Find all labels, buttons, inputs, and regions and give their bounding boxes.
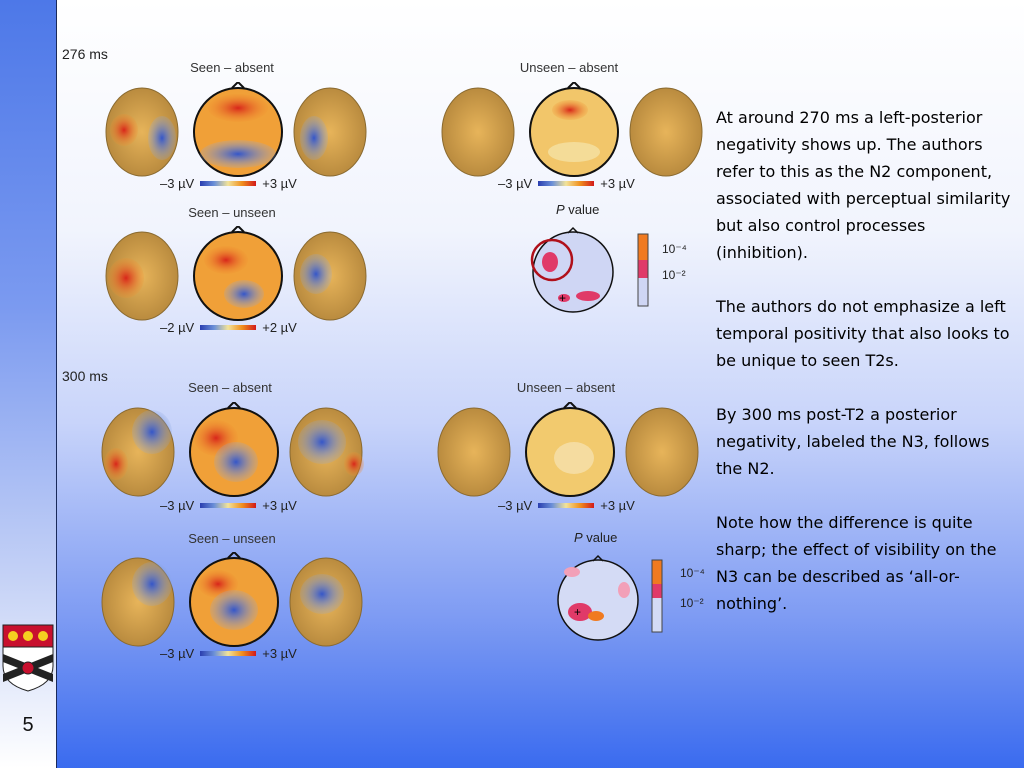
scale-max: +3 µV [600,498,635,513]
panel-title-seen-unseen: Seen – unseen [188,205,276,220]
color-scale-seen-unseen-300: –3 µV +3 µV [160,646,297,661]
university-crest-icon [2,624,54,692]
pvalue-suffix: value [564,202,600,217]
color-bar [538,181,595,186]
time-label-300: 300 ms [62,368,108,384]
scalp-map-seen-absent-276 [105,82,367,177]
scalp-map-unseen-absent-276 [441,82,703,177]
svg-text:+: + [574,605,581,619]
pvalue-tick-high-300: 10⁻⁴ [680,566,705,580]
pvalue-map-276: + [530,226,649,313]
scalp-map-unseen-absent-300 [437,402,699,497]
slide-sidebar: 5 [0,0,57,768]
color-scale-unseen-absent-300: –3 µV +3 µV [498,498,635,513]
color-bar [200,651,257,656]
slide-body-text: At around 270 ms a left-posterior negati… [716,104,1018,617]
pvalue-title-276: P value [556,202,599,217]
scalp-map-seen-absent-300 [101,402,364,497]
scale-max: +3 µV [262,176,297,191]
scale-max: +3 µV [262,646,297,661]
scale-min: –3 µV [160,498,195,513]
pvalue-tick-low-300: 10⁻² [680,596,704,610]
panel-title-unseen-absent: Unseen – absent [519,60,619,75]
scalp-map-seen-unseen-300 [101,552,363,647]
time-label-276: 276 ms [62,46,108,62]
pvalue-title-300: P value [574,530,617,545]
scale-max: +3 µV [262,498,297,513]
panel-title-seen-unseen: Seen – unseen [188,531,276,546]
svg-text:+: + [559,291,566,305]
color-scale-unseen-absent-276: –3 µV +3 µV [498,176,635,191]
pvalue-tick-low-276: 10⁻² [662,268,686,282]
paragraph-n2: At around 270 ms a left-posterior negati… [716,108,1011,262]
scale-min: –3 µV [498,176,533,191]
slide-number: 5 [22,714,34,736]
color-scale-seen-absent-276: –3 µV +3 µV [160,176,297,191]
color-bar [538,503,595,508]
scale-min: –3 µV [498,498,533,513]
scale-max: +2 µV [262,320,297,335]
color-bar [200,325,257,330]
pvalue-tick-high-276: 10⁻⁴ [662,242,687,256]
scalp-map-seen-unseen-276 [105,226,367,321]
scale-min: –3 µV [160,646,195,661]
pvalue-prefix: P [574,530,583,545]
scale-min: –3 µV [160,176,195,191]
pvalue-map-300: + [557,554,663,641]
panel-title-unseen-absent: Unseen – absent [516,380,616,395]
color-bar [200,181,257,186]
paragraph-all-or-nothing: Note how the difference is quite sharp; … [716,513,997,613]
pvalue-prefix: P [556,202,565,217]
color-scale-seen-absent-300: –3 µV +3 µV [160,498,297,513]
paragraph-n3: By 300 ms post-T2 a posterior negativity… [716,405,990,478]
paragraph-left-temporal: The authors do not emphasize a left temp… [716,297,1010,370]
pvalue-suffix: value [582,530,618,545]
scale-max: +3 µV [600,176,635,191]
scale-min: –2 µV [160,320,195,335]
panel-title-seen-absent: Seen – absent [188,380,272,395]
panel-title-seen-absent: Seen – absent [190,60,274,75]
color-bar [200,503,257,508]
color-scale-seen-unseen-276: –2 µV +2 µV [160,320,297,335]
